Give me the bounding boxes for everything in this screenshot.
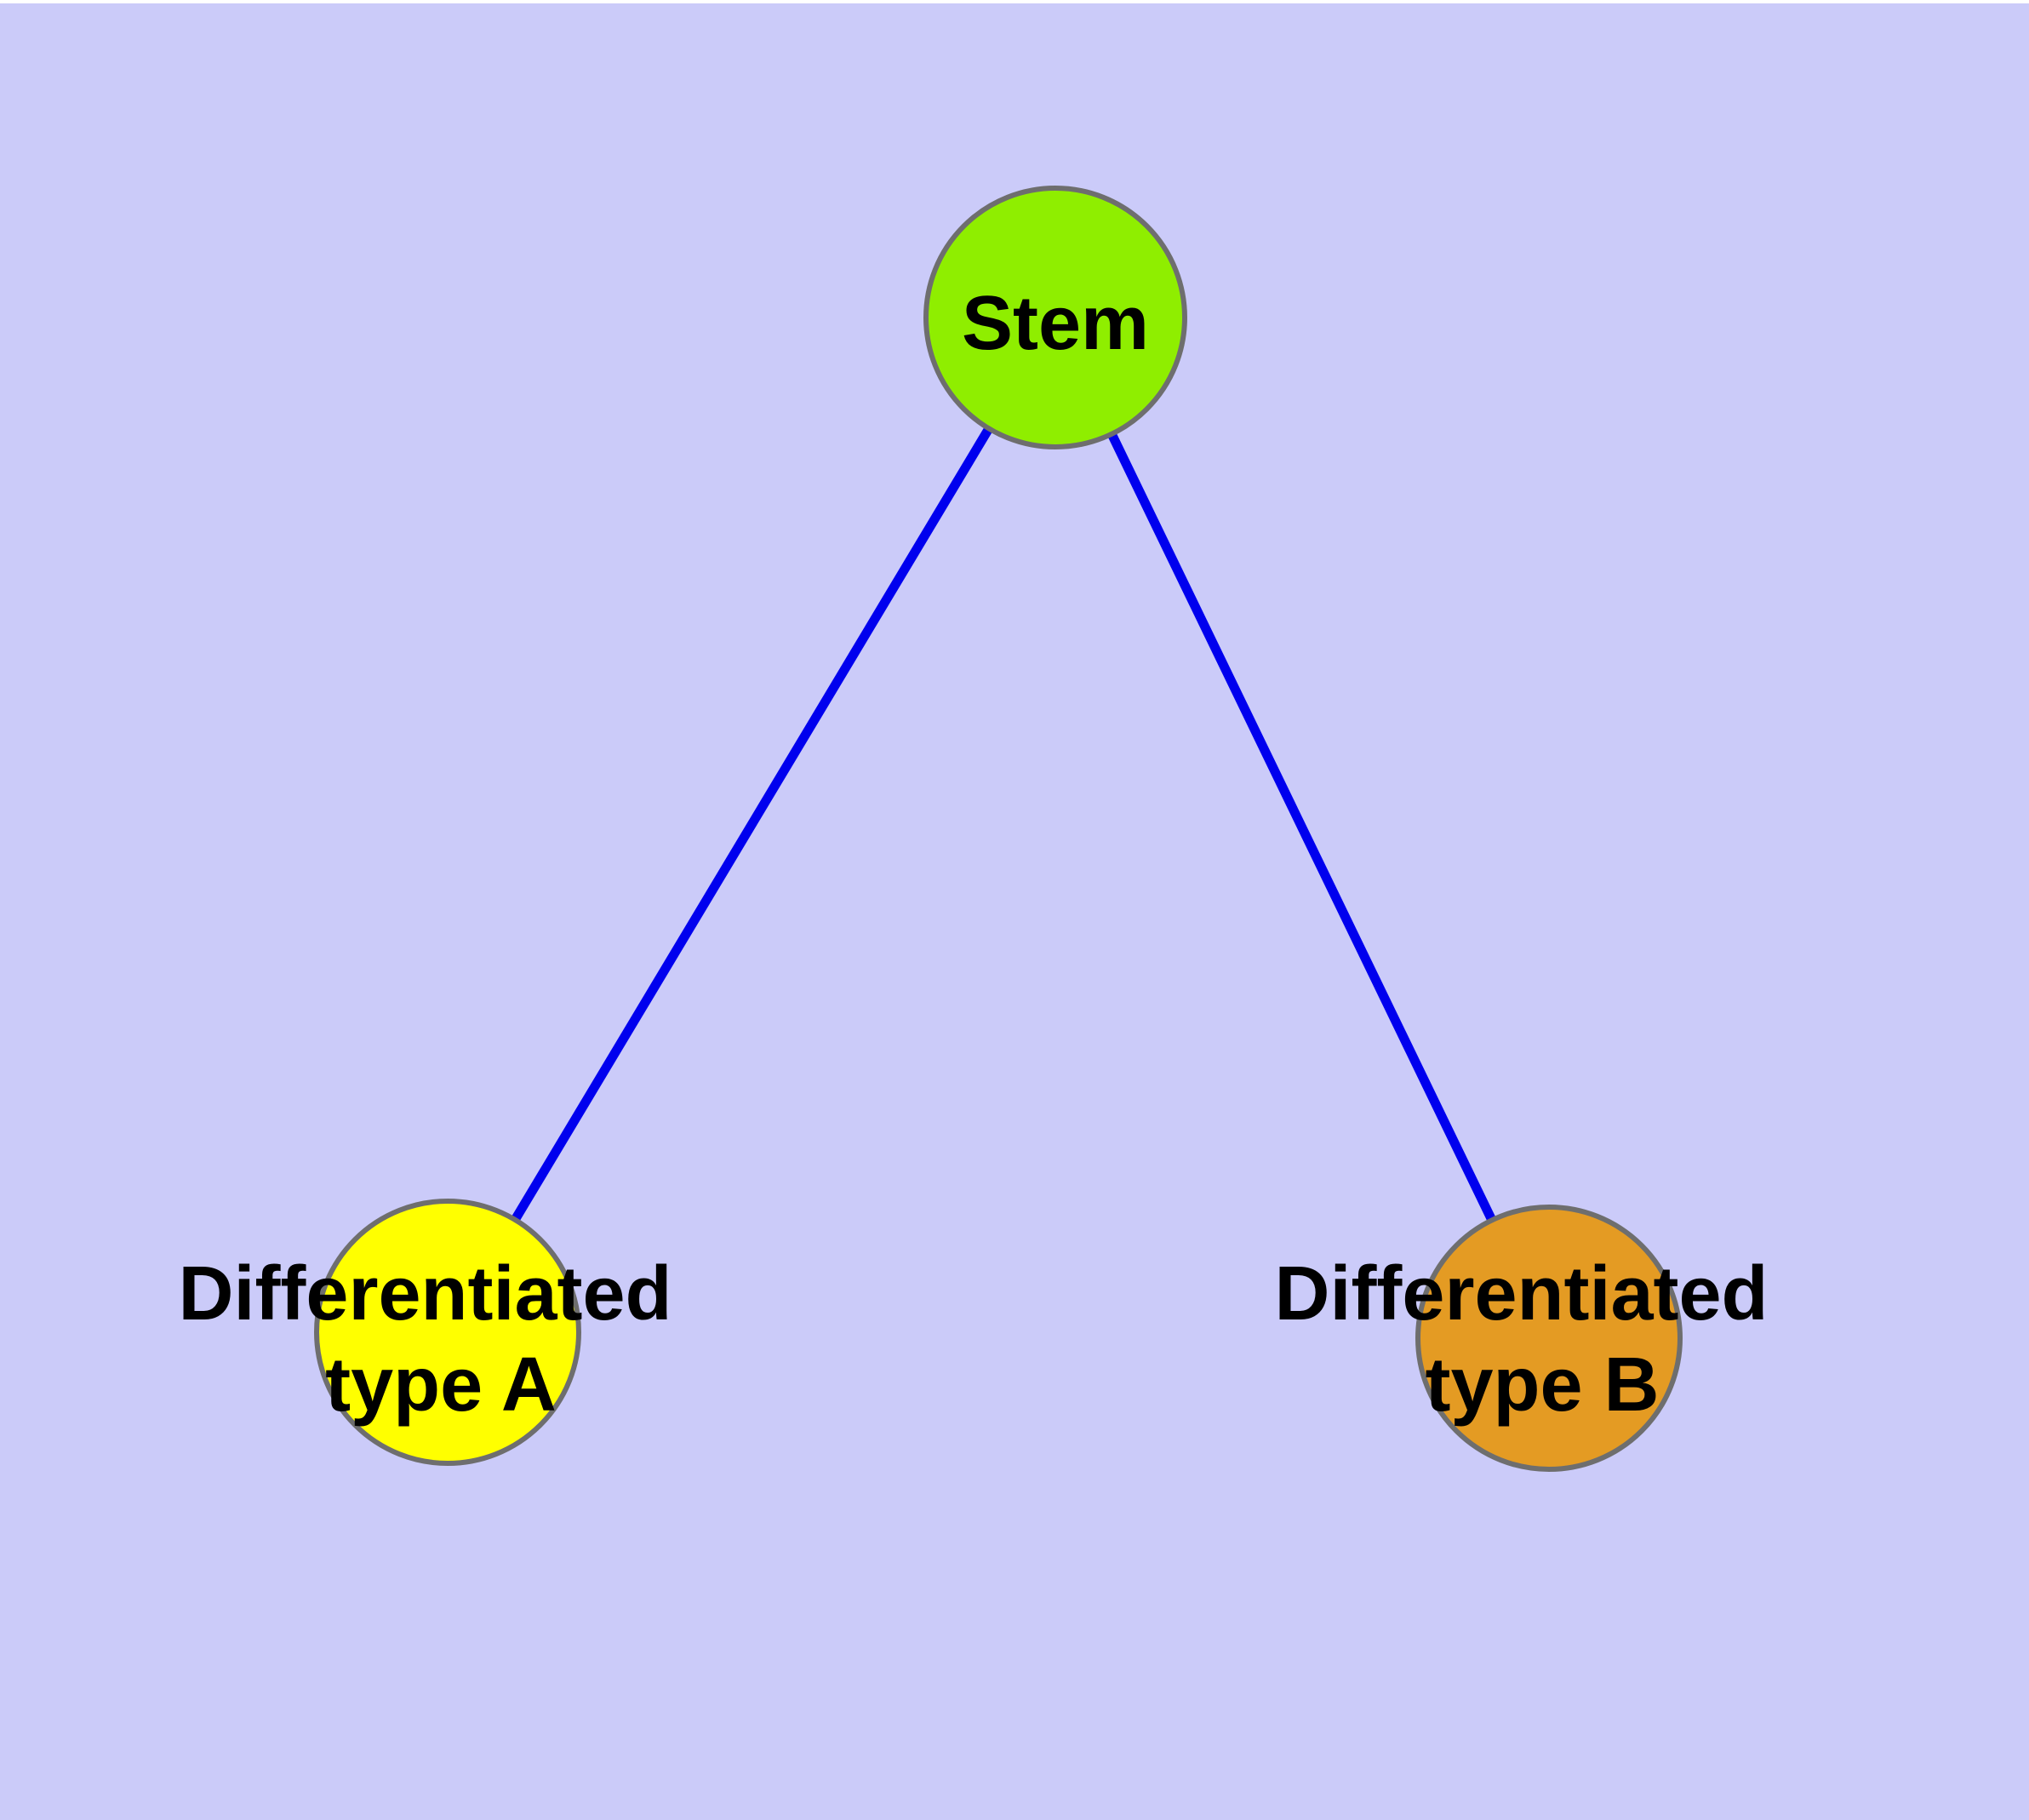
node-differentiated-type-a bbox=[314, 1199, 581, 1466]
node-type-b-label-line1: Differentiated bbox=[1274, 1251, 1768, 1336]
node-type-a-label: Differentiated type A bbox=[178, 1251, 693, 1428]
node-type-b-label: Differentiated type B bbox=[1274, 1251, 1789, 1428]
node-stem-label: Stem bbox=[962, 281, 1149, 366]
node-stem bbox=[923, 186, 1187, 449]
edge-stem-to-type-b bbox=[1051, 315, 1553, 1341]
node-type-a-label-line1: Differentiated bbox=[178, 1251, 672, 1336]
node-differentiated-type-b bbox=[1415, 1205, 1683, 1472]
node-type-b-label-line2: type B bbox=[1425, 1342, 1659, 1428]
node-type-a-label-line2: type A bbox=[325, 1342, 557, 1428]
edge-stem-to-type-a bbox=[443, 315, 1060, 1335]
